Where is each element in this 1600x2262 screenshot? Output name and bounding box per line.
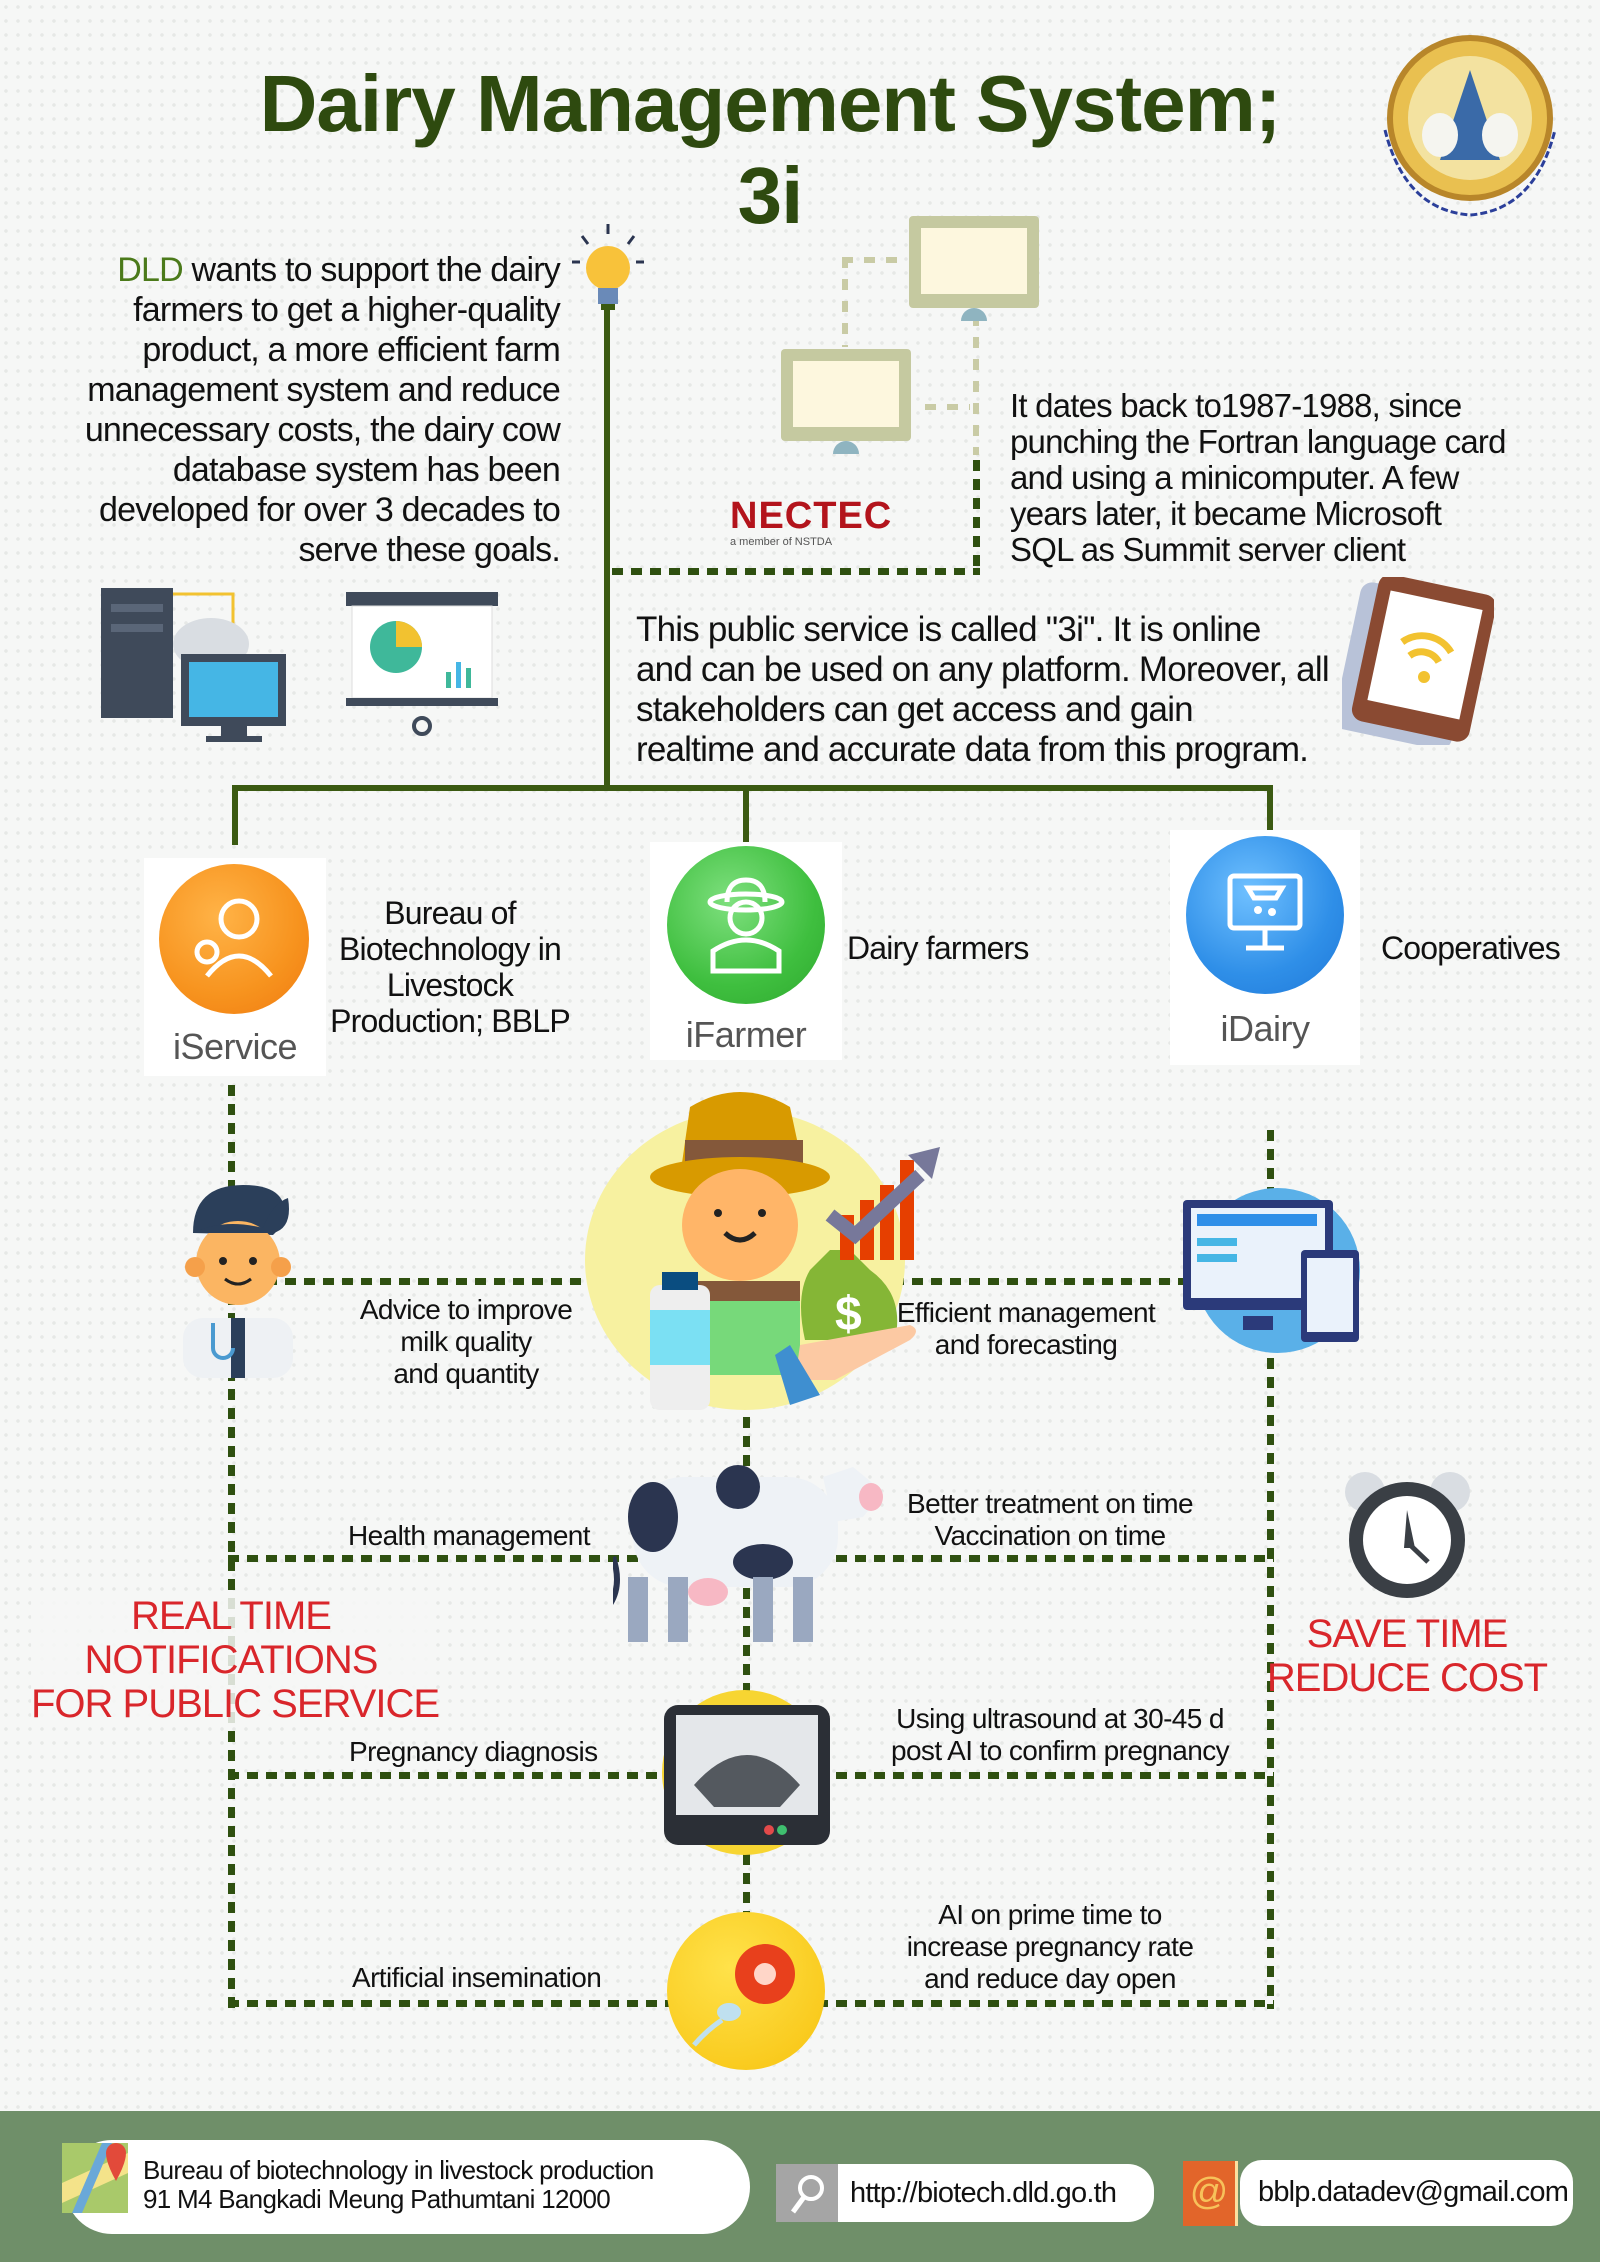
monitor-link <box>842 257 848 347</box>
monitor-icon <box>909 216 1039 326</box>
app-card-idairy[interactable]: iDairy <box>1170 830 1360 1065</box>
branch-iservice <box>232 785 238 845</box>
branch-ifarmer <box>743 785 749 845</box>
pregnancy-text: Pregnancy diagnosis <box>349 1736 598 1767</box>
idairy-icon <box>1186 836 1344 994</box>
email-box[interactable]: bblp.datadev@gmail.com <box>1240 2160 1573 2226</box>
email-icon: @ <box>1183 2161 1238 2226</box>
dld-highlight: DLD <box>117 251 183 289</box>
ai-text: Artificial insemination <box>352 1962 602 1993</box>
right-dashed-line <box>1267 1130 1274 2009</box>
email-link[interactable]: bblp.datadev@gmail.com <box>1258 2176 1569 2208</box>
app-card-iservice[interactable]: iService <box>144 858 326 1076</box>
lightbulb-icon <box>572 222 644 327</box>
monitor-link <box>973 315 979 455</box>
monitor-icon <box>781 349 911 459</box>
health-text: Health management <box>348 1520 591 1551</box>
app-card-ifarmer[interactable]: iFarmer <box>650 842 842 1060</box>
svg-text:$: $ <box>835 1288 862 1341</box>
left-dashed-line <box>228 1085 235 2009</box>
monitor-link <box>925 404 970 410</box>
address-pill <box>65 2140 750 2234</box>
insemination-icon <box>667 1912 825 2070</box>
cow-icon <box>605 1457 883 1652</box>
iservice-icon <box>159 864 309 1014</box>
ifarmer-icon <box>667 846 825 1004</box>
main-trunk-line <box>604 310 610 788</box>
branch-idairy <box>1267 785 1273 845</box>
search-icon <box>776 2164 838 2222</box>
map-pin-icon <box>62 2143 128 2218</box>
page-title: Dairy Management System; 3i <box>259 59 1282 240</box>
footer: Bureau of biotechnology in livestock pro… <box>0 2111 1600 2262</box>
branch-line <box>232 785 1273 791</box>
ultrasound-icon <box>664 1705 834 1860</box>
intro-text: DLD wants to support the dairy farmers t… <box>84 251 561 569</box>
ifarmer-description: Dairy farmers <box>847 930 1029 966</box>
tablet-wifi-icon <box>1333 574 1497 750</box>
server-cloud-icon <box>101 584 291 749</box>
history-connector <box>612 568 980 575</box>
url-box[interactable]: http://biotech.dld.go.th <box>776 2164 1154 2222</box>
history-connector-v <box>973 460 980 572</box>
alarm-clock-icon <box>1340 1470 1475 1605</box>
website-link[interactable]: http://biotech.dld.go.th <box>850 2177 1117 2209</box>
history-text: It dates back to1987-1988, since punchin… <box>1010 387 1506 568</box>
idairy-description: Cooperatives <box>1381 930 1561 966</box>
nectec-logo: NECTEC a member of NSTDA <box>730 495 893 548</box>
doctor-icon <box>173 1183 303 1383</box>
farmer-illustration: $ <box>640 1085 940 1415</box>
presentation-chart-icon <box>346 592 498 747</box>
monitor-link <box>842 257 902 263</box>
public-service-text: This public service is called "3i". It i… <box>636 610 1330 769</box>
dashboard-monitor-icon <box>1183 1200 1363 1355</box>
address-text: Bureau of biotechnology in livestock pro… <box>143 2155 654 2214</box>
center-dashed-line <box>743 1360 750 1920</box>
dld-logo <box>1365 30 1575 230</box>
